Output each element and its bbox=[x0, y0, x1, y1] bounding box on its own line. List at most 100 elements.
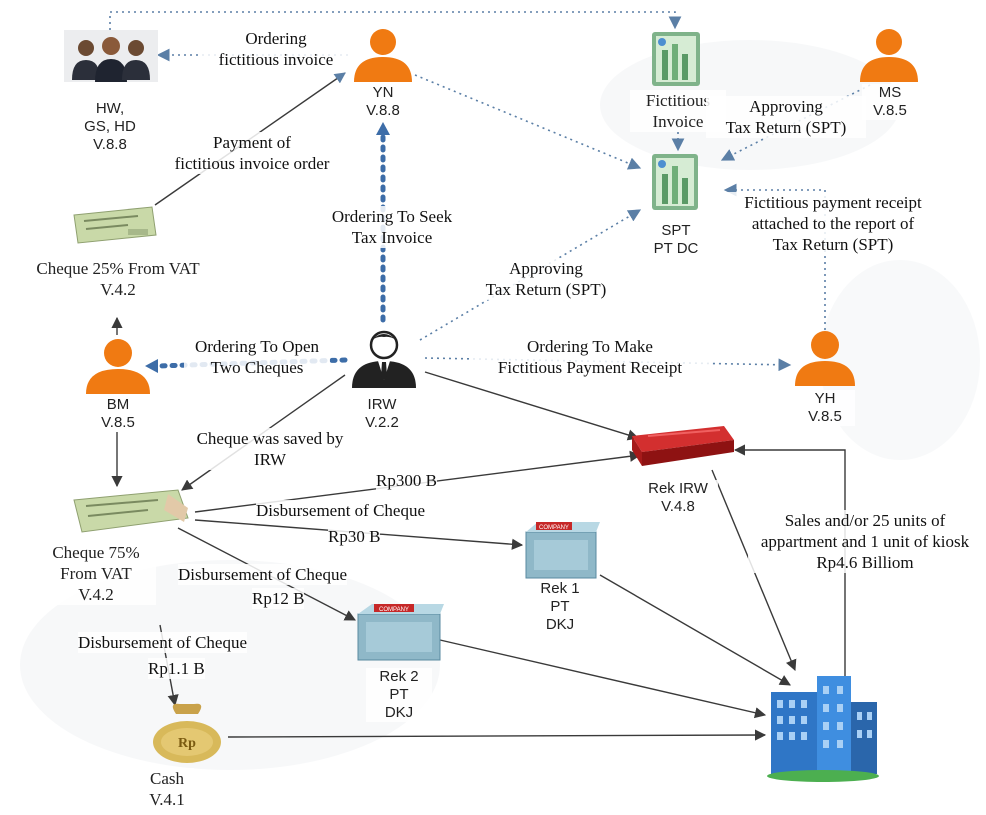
spt-line1: SPT bbox=[661, 222, 691, 239]
cheque-icon-75 bbox=[73, 489, 189, 533]
arrowhead-irw-yn bbox=[376, 122, 390, 135]
cash-label: Cash V.4.1 bbox=[140, 768, 194, 810]
label-approving-irw-line1: Approving bbox=[509, 259, 583, 278]
edge-top-loop bbox=[109, 11, 682, 30]
edge-rek2-to-building bbox=[439, 639, 767, 719]
company-box-icon-rek1: COMPANY bbox=[525, 522, 600, 579]
company-box-label-rek1: COMPANY bbox=[539, 525, 569, 531]
label-disb2: Disbursement of Cheque bbox=[178, 564, 348, 585]
hw-group-line1: HW, bbox=[95, 100, 125, 117]
edge-cash-to-building bbox=[227, 729, 767, 741]
edge-ms-to-spt bbox=[720, 84, 871, 161]
ms-label: MS V.8.5 bbox=[862, 84, 918, 120]
person-icon-yh bbox=[795, 331, 855, 386]
spt-line2: PT DC bbox=[653, 240, 699, 257]
label-make-receipt: Ordering To Make Fictitious Payment Rece… bbox=[470, 336, 710, 378]
label-approving-ms: Approving Tax Return (SPT) bbox=[706, 96, 866, 138]
person-icon-ms bbox=[860, 29, 918, 82]
label-approving-irw-line2: Tax Return (SPT) bbox=[485, 280, 607, 299]
label-seek-tax-line2: Tax Invoice bbox=[351, 228, 433, 247]
rek2-line2: PT bbox=[389, 686, 409, 703]
rek1-line3: DKJ bbox=[545, 616, 575, 633]
label-saved-by: Cheque was saved by IRW bbox=[170, 428, 370, 470]
label-open-cheques-line1: Ordering To Open bbox=[194, 337, 320, 356]
label-rp11: Rp1.1 B bbox=[148, 658, 205, 679]
company-box-icon-rek2: COMPANY bbox=[357, 604, 444, 661]
label-receipt-attached-line1: Fictitious payment receipt bbox=[744, 193, 922, 212]
invoice-document-icon bbox=[652, 32, 700, 86]
cash-line2: V.4.1 bbox=[149, 790, 185, 809]
label-sales-line3: Rp4.6 Billiom bbox=[816, 553, 914, 572]
label-sales: Sales and/or 25 units of appartment and … bbox=[748, 510, 982, 573]
cheque75-line2: From VAT bbox=[60, 564, 132, 583]
cheque75-line3: V.4.2 bbox=[78, 585, 114, 604]
label-saved-by-line2: IRW bbox=[253, 450, 287, 469]
people-group-icon bbox=[64, 30, 158, 82]
label-payment-order: Payment of fictitious invoice order bbox=[146, 132, 358, 174]
person-icon-irw bbox=[352, 330, 416, 388]
edge-yh-to-spt bbox=[723, 183, 826, 330]
fictitious-invoice-line2: Invoice bbox=[652, 112, 704, 131]
edge-building-to-rekirw bbox=[733, 444, 846, 690]
arrowhead-irw-bm bbox=[145, 359, 158, 373]
yn-version: V.8.8 bbox=[366, 102, 400, 119]
rek-irw-label: Rek IRW V.4.8 bbox=[638, 480, 718, 516]
money-bag-label: Rp bbox=[178, 736, 196, 751]
rek2-line3: DKJ bbox=[384, 704, 414, 721]
person-icon-bm bbox=[86, 339, 150, 394]
spt-document-icon bbox=[652, 154, 698, 210]
label-disb3: Disbursement of Cheque bbox=[78, 632, 248, 653]
yn-name: YN bbox=[372, 84, 394, 101]
edge-yn-to-spt bbox=[414, 74, 642, 170]
cheque-icon-25 bbox=[73, 206, 157, 244]
label-payment-order-line1: Payment of bbox=[213, 133, 291, 152]
label-rp12: Rp12 B bbox=[252, 588, 305, 609]
money-bag-icon: Rp bbox=[153, 703, 221, 763]
label-receipt-attached: Fictitious payment receipt attached to t… bbox=[720, 192, 946, 255]
irw-version: V.2.2 bbox=[365, 414, 399, 431]
label-ordering-invoice-line2: fictitious invoice bbox=[218, 50, 334, 69]
hw-group-label: HW, GS, HD V.8.8 bbox=[70, 100, 150, 154]
rek1-line2: PT bbox=[550, 598, 570, 615]
ms-version: V.8.5 bbox=[873, 102, 907, 119]
yh-name: YH bbox=[814, 390, 836, 407]
rek-irw-line2: V.4.8 bbox=[661, 498, 695, 515]
label-seek-tax-line1: Ordering To Seek bbox=[331, 207, 453, 226]
edge-rek1-to-building bbox=[599, 574, 791, 686]
label-receipt-attached-line2: attached to the report of bbox=[751, 214, 915, 233]
rek-irw-line1: Rek IRW bbox=[648, 480, 708, 497]
label-rp30: Rp30 B bbox=[328, 526, 381, 547]
hw-group-line2: GS, HD bbox=[84, 118, 136, 135]
irw-name: IRW bbox=[367, 396, 397, 413]
label-sales-line2: appartment and 1 unit of kiosk bbox=[760, 532, 970, 551]
label-seek-tax: Ordering To Seek Tax Invoice bbox=[312, 206, 472, 248]
cheque25-line2: V.4.2 bbox=[100, 280, 136, 299]
hw-group-line3: V.8.8 bbox=[93, 136, 127, 153]
bank-account-icon bbox=[632, 426, 734, 466]
fictitious-invoice-line1: Fictitious bbox=[645, 91, 711, 110]
rek1-line1: Rek 1 bbox=[540, 580, 580, 597]
spt-label: SPT PT DC bbox=[636, 222, 716, 258]
label-rp300: Rp300 B bbox=[376, 470, 437, 491]
rek2-label: Rek 2 PT DKJ bbox=[366, 668, 432, 722]
irw-label: IRW V.2.2 bbox=[352, 396, 412, 432]
bm-name: BM bbox=[106, 396, 130, 413]
label-make-receipt-line1: Ordering To Make bbox=[527, 337, 653, 356]
label-approving-ms-line1: Approving bbox=[749, 97, 823, 116]
yn-label: YN V.8.8 bbox=[355, 84, 411, 120]
person-icon-yn bbox=[354, 29, 412, 82]
label-disb1: Disbursement of Cheque bbox=[256, 500, 426, 521]
label-ordering-invoice-line1: Ordering bbox=[245, 29, 307, 48]
label-sales-line1: Sales and/or 25 units of bbox=[784, 511, 946, 530]
bm-version: V.8.5 bbox=[101, 414, 135, 431]
rek1-label: Rek 1 PT DKJ bbox=[532, 580, 588, 634]
ms-name: MS bbox=[878, 84, 902, 101]
cheque75-label: Cheque 75% From VAT V.4.2 bbox=[36, 542, 156, 605]
label-approving-irw: Approving Tax Return (SPT) bbox=[466, 258, 626, 300]
bm-label: BM V.8.5 bbox=[88, 396, 148, 432]
cash-line1: Cash bbox=[150, 769, 184, 788]
yh-label: YH V.8.5 bbox=[795, 390, 855, 426]
label-open-cheques-line2: Two Cheques bbox=[210, 358, 304, 377]
label-make-receipt-line2: Fictitious Payment Receipt bbox=[497, 358, 683, 377]
